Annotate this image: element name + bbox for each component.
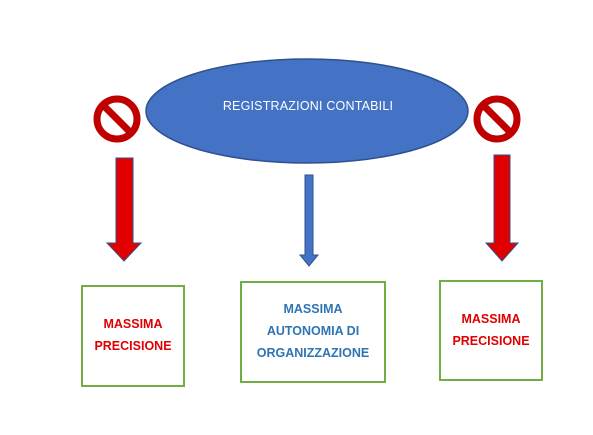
box-left-text: MASSIMA PRECISIONE bbox=[94, 317, 172, 353]
right-red-arrow bbox=[484, 154, 520, 262]
box-center-text: MASSIMA AUTONOMIA DI ORGANIZZAZIONE bbox=[256, 302, 370, 360]
prohibition-icon bbox=[93, 95, 141, 143]
registrazioni-ellipse bbox=[145, 58, 469, 164]
box-left-precisione: MASSIMA PRECISIONE bbox=[81, 285, 185, 387]
ellipse-title: REGISTRAZIONI CONTABILI bbox=[222, 99, 394, 113]
box-right-precisione: MASSIMA PRECISIONE bbox=[439, 280, 543, 381]
center-blue-arrow bbox=[298, 174, 320, 267]
box-center-autonomia: MASSIMA AUTONOMIA DI ORGANIZZAZIONE bbox=[240, 281, 386, 383]
left-red-arrow bbox=[105, 157, 143, 262]
box-right-text: MASSIMA PRECISIONE bbox=[452, 311, 530, 348]
prohibition-icon bbox=[473, 95, 521, 143]
